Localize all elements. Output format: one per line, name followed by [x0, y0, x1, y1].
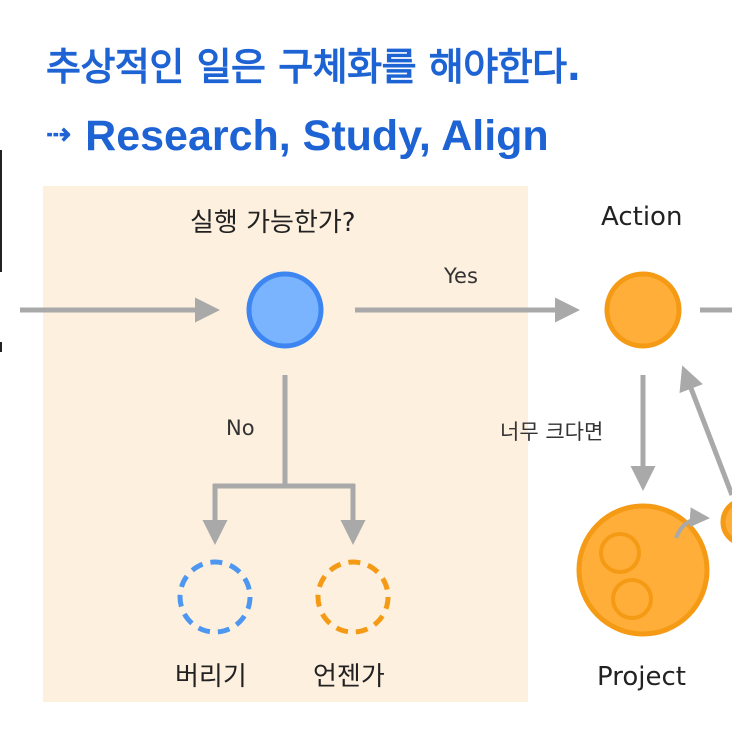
- project-label: Project: [597, 662, 686, 692]
- project-subtask-1: [599, 532, 641, 574]
- someday-node: [315, 559, 391, 635]
- subtitle: ⇢ Research, Study, Align: [46, 112, 549, 161]
- too-big-label: 너무 크다면: [500, 420, 604, 444]
- someday-label: 언젠가: [313, 662, 385, 692]
- left-edge-tick: [0, 342, 2, 352]
- return-arrow: [679, 365, 732, 496]
- yes-label: Yes: [444, 264, 478, 288]
- discard-label: 버리기: [175, 662, 247, 692]
- decision-label: 실행 가능한가?: [190, 208, 356, 238]
- project-to-next-arrow: [674, 507, 710, 539]
- decision-node: [246, 271, 324, 349]
- next-action-node: [720, 501, 732, 543]
- page-title: 추상적인 일은 구체화를 해야한다.: [46, 45, 581, 89]
- action-label: Action: [601, 202, 683, 232]
- subtitle-text: Research, Study, Align: [85, 112, 549, 160]
- dashed-arrow-icon: ⇢: [46, 118, 72, 151]
- project-subtask-2: [611, 578, 653, 620]
- action-node: [604, 271, 682, 349]
- discard-node: [177, 559, 253, 635]
- left-edge-line: [0, 150, 2, 272]
- no-label: No: [226, 416, 255, 440]
